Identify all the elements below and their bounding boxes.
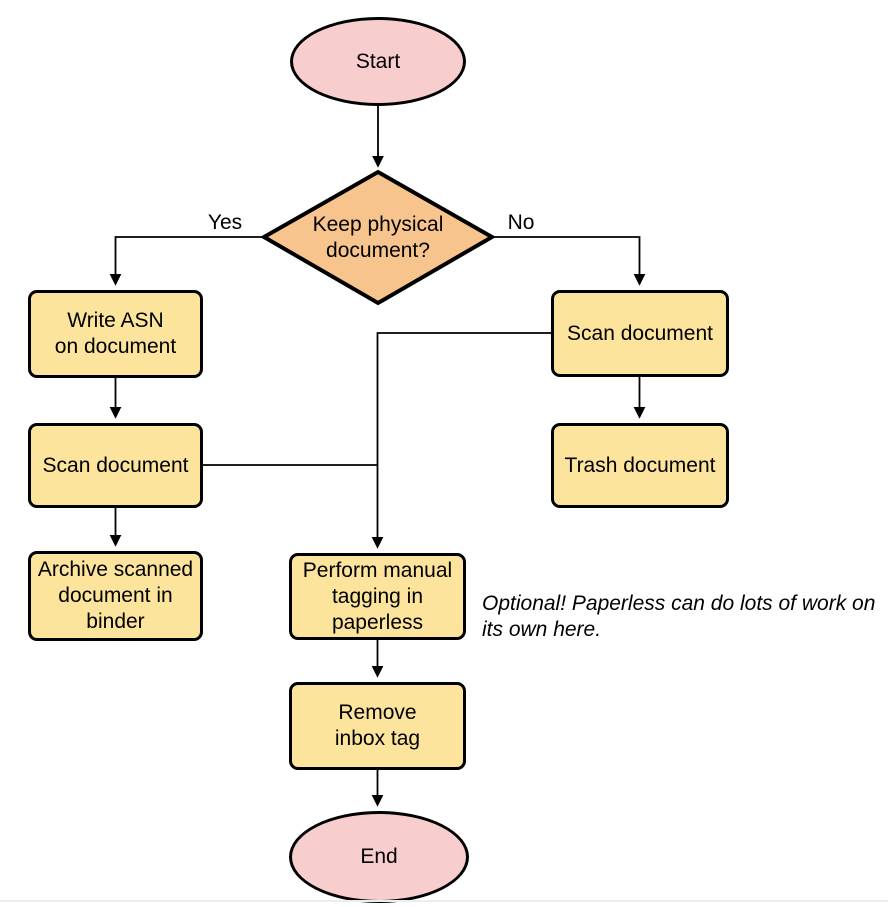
node-start: Start [290, 17, 466, 106]
node-tagging: Perform manual tagging in paperless [289, 553, 466, 640]
node-write-asn: Write ASN on document [28, 290, 203, 378]
edge-label-yes: Yes [207, 211, 243, 234]
node-trash: Trash document [551, 423, 729, 508]
node-end: End [289, 811, 469, 903]
node-remove-inbox: Remove inbox tag [289, 682, 466, 770]
node-scan-document-yes-label: Scan document [42, 453, 189, 477]
node-archive: Archive scanned document in binder [28, 551, 203, 641]
node-archive-label: Archive scanned document in binder [37, 558, 194, 633]
edge-decision-yes-to-write-asn [109, 236, 264, 286]
bottom-divider [0, 900, 888, 902]
edge-scan-no-to-tagging [371, 332, 551, 549]
edge-decision-no-to-scan [492, 236, 646, 286]
node-scan-document-yes: Scan document [28, 423, 203, 508]
decision-diamond-shape [259, 169, 497, 306]
node-trash-label: Trash document [564, 453, 716, 477]
edge-label-no: No [507, 211, 535, 234]
optional-note: Optional! Paperless can do lots of work … [482, 592, 876, 641]
node-scan-document-no: Scan document [551, 290, 729, 377]
node-tagging-label: Perform manual tagging in paperless [302, 558, 453, 634]
node-decision: Keep physical document? [264, 172, 492, 303]
node-start-label: Start [355, 49, 401, 73]
node-decision-label: Keep physical document? [312, 212, 444, 262]
node-scan-document-no-label: Scan document [567, 321, 713, 345]
node-write-asn-label: Write ASN on document [54, 309, 177, 358]
node-end-label: End [360, 845, 398, 868]
node-remove-inbox-label: Remove inbox tag [334, 701, 421, 750]
